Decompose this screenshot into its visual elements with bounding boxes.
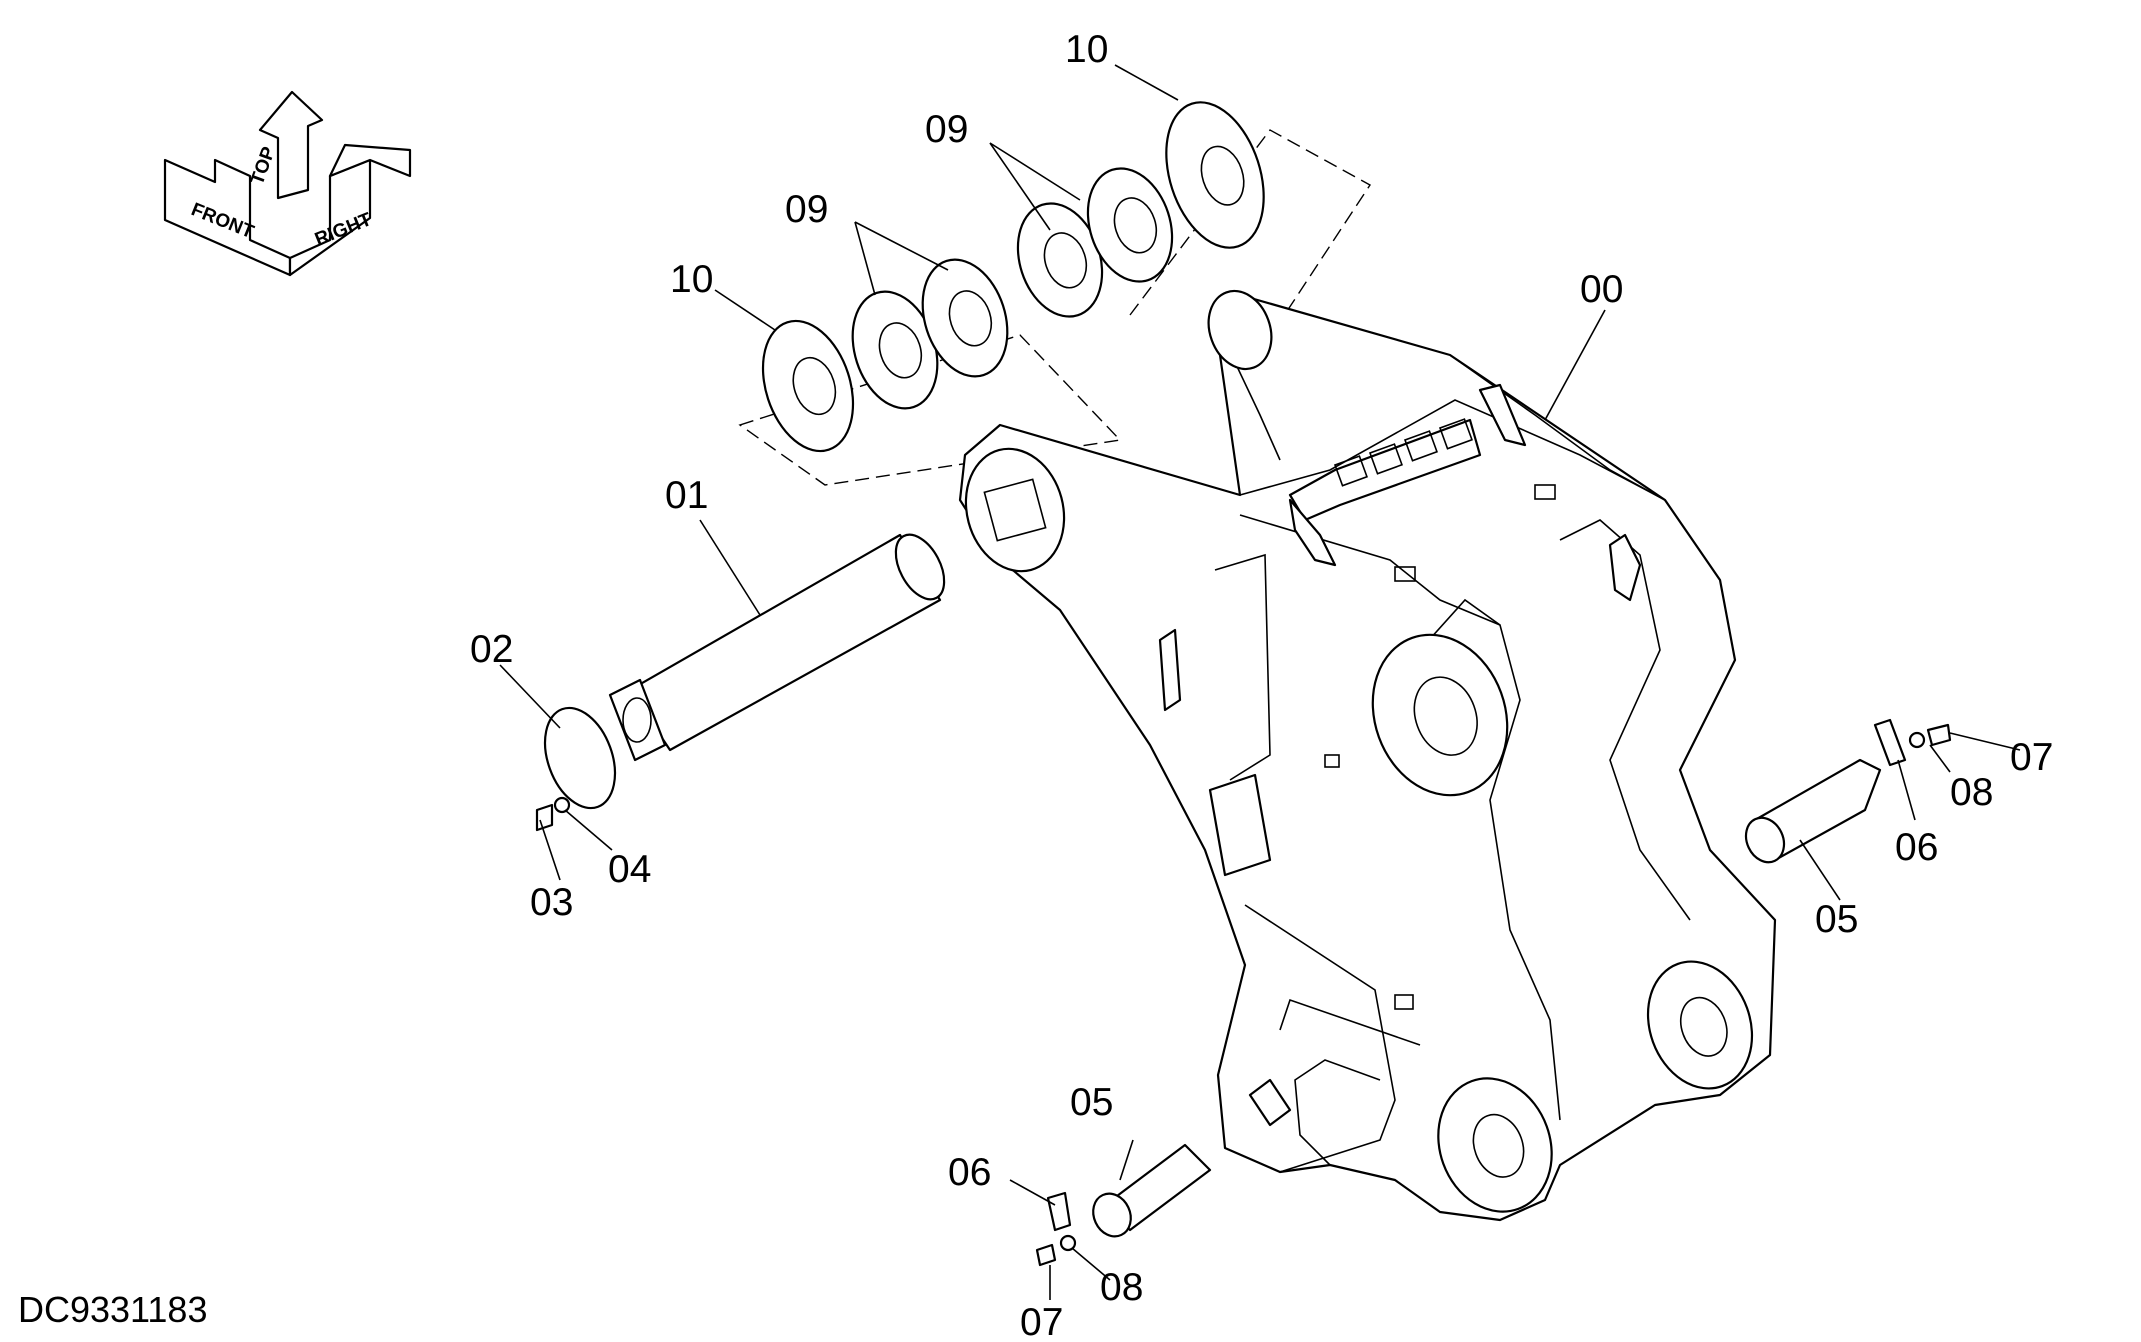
washer-10-right (1165, 101, 1265, 249)
bracket-left-lower-boss (1437, 1077, 1553, 1213)
shim-09-right-a-bore (1043, 232, 1088, 289)
cover-plate-02-disc (543, 706, 617, 810)
callout-08-bottom: 08 (1100, 1266, 1143, 1309)
bracket-rear-lug-hole (1207, 289, 1273, 371)
bracket-lower-clip (1248, 1078, 1292, 1127)
callout-06-bottom: 06 (948, 1151, 991, 1194)
bracket-front-boss (964, 447, 1066, 573)
shim-09-left-b-bore (948, 290, 993, 347)
pin-05-bottom (1092, 1143, 1212, 1238)
pin-05-bottom-end (1092, 1192, 1132, 1238)
bracket-small-slot (1158, 628, 1182, 712)
plate-06-bottom-body (1046, 1191, 1072, 1232)
orientation-compass: FRONT TOP RIGHT (163, 90, 412, 277)
shim-09-left-b (921, 258, 1009, 378)
callout-07-right: 07 (2010, 736, 2053, 779)
bracket-right-plate-edge (1559, 519, 1691, 921)
washer-08-bottom-ring (1059, 1234, 1077, 1252)
callout-08-right: 08 (1950, 771, 1993, 814)
bracket-lower-rib (1279, 998, 1421, 1046)
callout-10-left: 10 (670, 258, 713, 301)
bracket-lower-plate (1244, 904, 1396, 1173)
bracket-top-edge (1239, 399, 1666, 501)
washer-08-bottom (1059, 1234, 1077, 1252)
callout-labels: 10 09 09 10 00 01 02 03 04 05 06 07 08 0… (470, 28, 2053, 1342)
leader-lines (499, 64, 2021, 1300)
pin-01-flange-bore (622, 697, 652, 743)
callout-09-right: 09 (925, 108, 968, 151)
pin-01-flange (608, 678, 667, 762)
top-block-1 (1333, 455, 1368, 487)
shim-09-left-a-bore (878, 322, 923, 379)
bolt-07-bottom (1035, 1243, 1057, 1267)
bolt-03-left (535, 803, 554, 832)
bracket-mid-notch (1394, 566, 1416, 582)
cover-plate-02 (543, 706, 617, 810)
callout-03-left: 03 (530, 881, 573, 924)
washer-10-right-bore (1200, 145, 1245, 206)
bracket-hook (1608, 533, 1642, 602)
callout-07-bottom: 07 (1020, 1301, 1063, 1342)
bolt-07-bottom-head (1035, 1243, 1057, 1267)
washer-08-right (1908, 731, 1926, 749)
bracket-right-lug-edge (1449, 354, 1666, 501)
bracket-right-lower-boss (1646, 960, 1754, 1090)
bracket-front-boss-bore (983, 478, 1047, 542)
callout-01: 01 (665, 474, 708, 517)
callout-10-right: 10 (1065, 28, 1108, 71)
callout-05-bottom: 05 (1070, 1081, 1113, 1124)
pin-01-end (894, 533, 946, 601)
callout-05-right: 05 (1815, 898, 1858, 941)
orientation-top-label: TOP (247, 144, 280, 188)
bolt-07-right-head (1926, 723, 1952, 747)
bracket-small-notch (1324, 754, 1340, 768)
plate-06-right-body (1873, 718, 1907, 767)
bracket-lower-edge (1294, 1059, 1381, 1166)
callout-00: 00 (1580, 268, 1623, 311)
shim-group-left (738, 258, 1122, 486)
bolt-07-right (1926, 723, 1952, 747)
bracket-top-tab-right (1478, 383, 1527, 447)
bracket-side-rib (1214, 553, 1271, 781)
bracket-right-lower-boss-bore (1679, 996, 1728, 1057)
bracket-top-tab-left (1288, 498, 1337, 567)
pin-05-right-end (1744, 816, 1786, 864)
bracket-side-block (1208, 773, 1272, 877)
pin-01-shaft (628, 533, 942, 752)
bracket-lower-notch (1394, 994, 1414, 1010)
shim-09-right-b (1086, 167, 1174, 283)
top-block-4 (1438, 418, 1473, 450)
bracket-left-lower-boss-bore (1472, 1113, 1525, 1178)
callout-02: 02 (470, 628, 513, 671)
front-arrow-block (163, 158, 292, 277)
bracket-00 (958, 289, 1777, 1222)
bracket-main-boss (1371, 633, 1509, 797)
bolt-03-left-head (535, 803, 554, 832)
bracket-main-boss-bore (1413, 676, 1478, 756)
callout-06-right: 06 (1895, 826, 1938, 869)
callout-09-left: 09 (785, 188, 828, 231)
washer-04-left-ring (553, 796, 571, 814)
plate-06-right (1873, 718, 1907, 767)
callout-04-left: 04 (608, 848, 651, 891)
pin-01 (608, 533, 946, 762)
drawing-id: DC9331183 (18, 1289, 207, 1330)
washer-10-left-bore (792, 356, 837, 416)
top-arrow (258, 90, 324, 200)
top-block-2 (1368, 443, 1403, 475)
top-block-3 (1403, 430, 1438, 462)
shim-group-right (1016, 101, 1372, 376)
shim-09-right-b-bore (1113, 197, 1158, 254)
plate-06-bottom (1046, 1191, 1072, 1232)
washer-04-left (553, 796, 571, 814)
washer-10-left (761, 319, 855, 453)
pin-05-right (1744, 758, 1882, 864)
right-arrow-head (328, 143, 412, 178)
bracket-top-notch (1534, 484, 1556, 500)
washer-08-right-ring (1908, 731, 1926, 749)
